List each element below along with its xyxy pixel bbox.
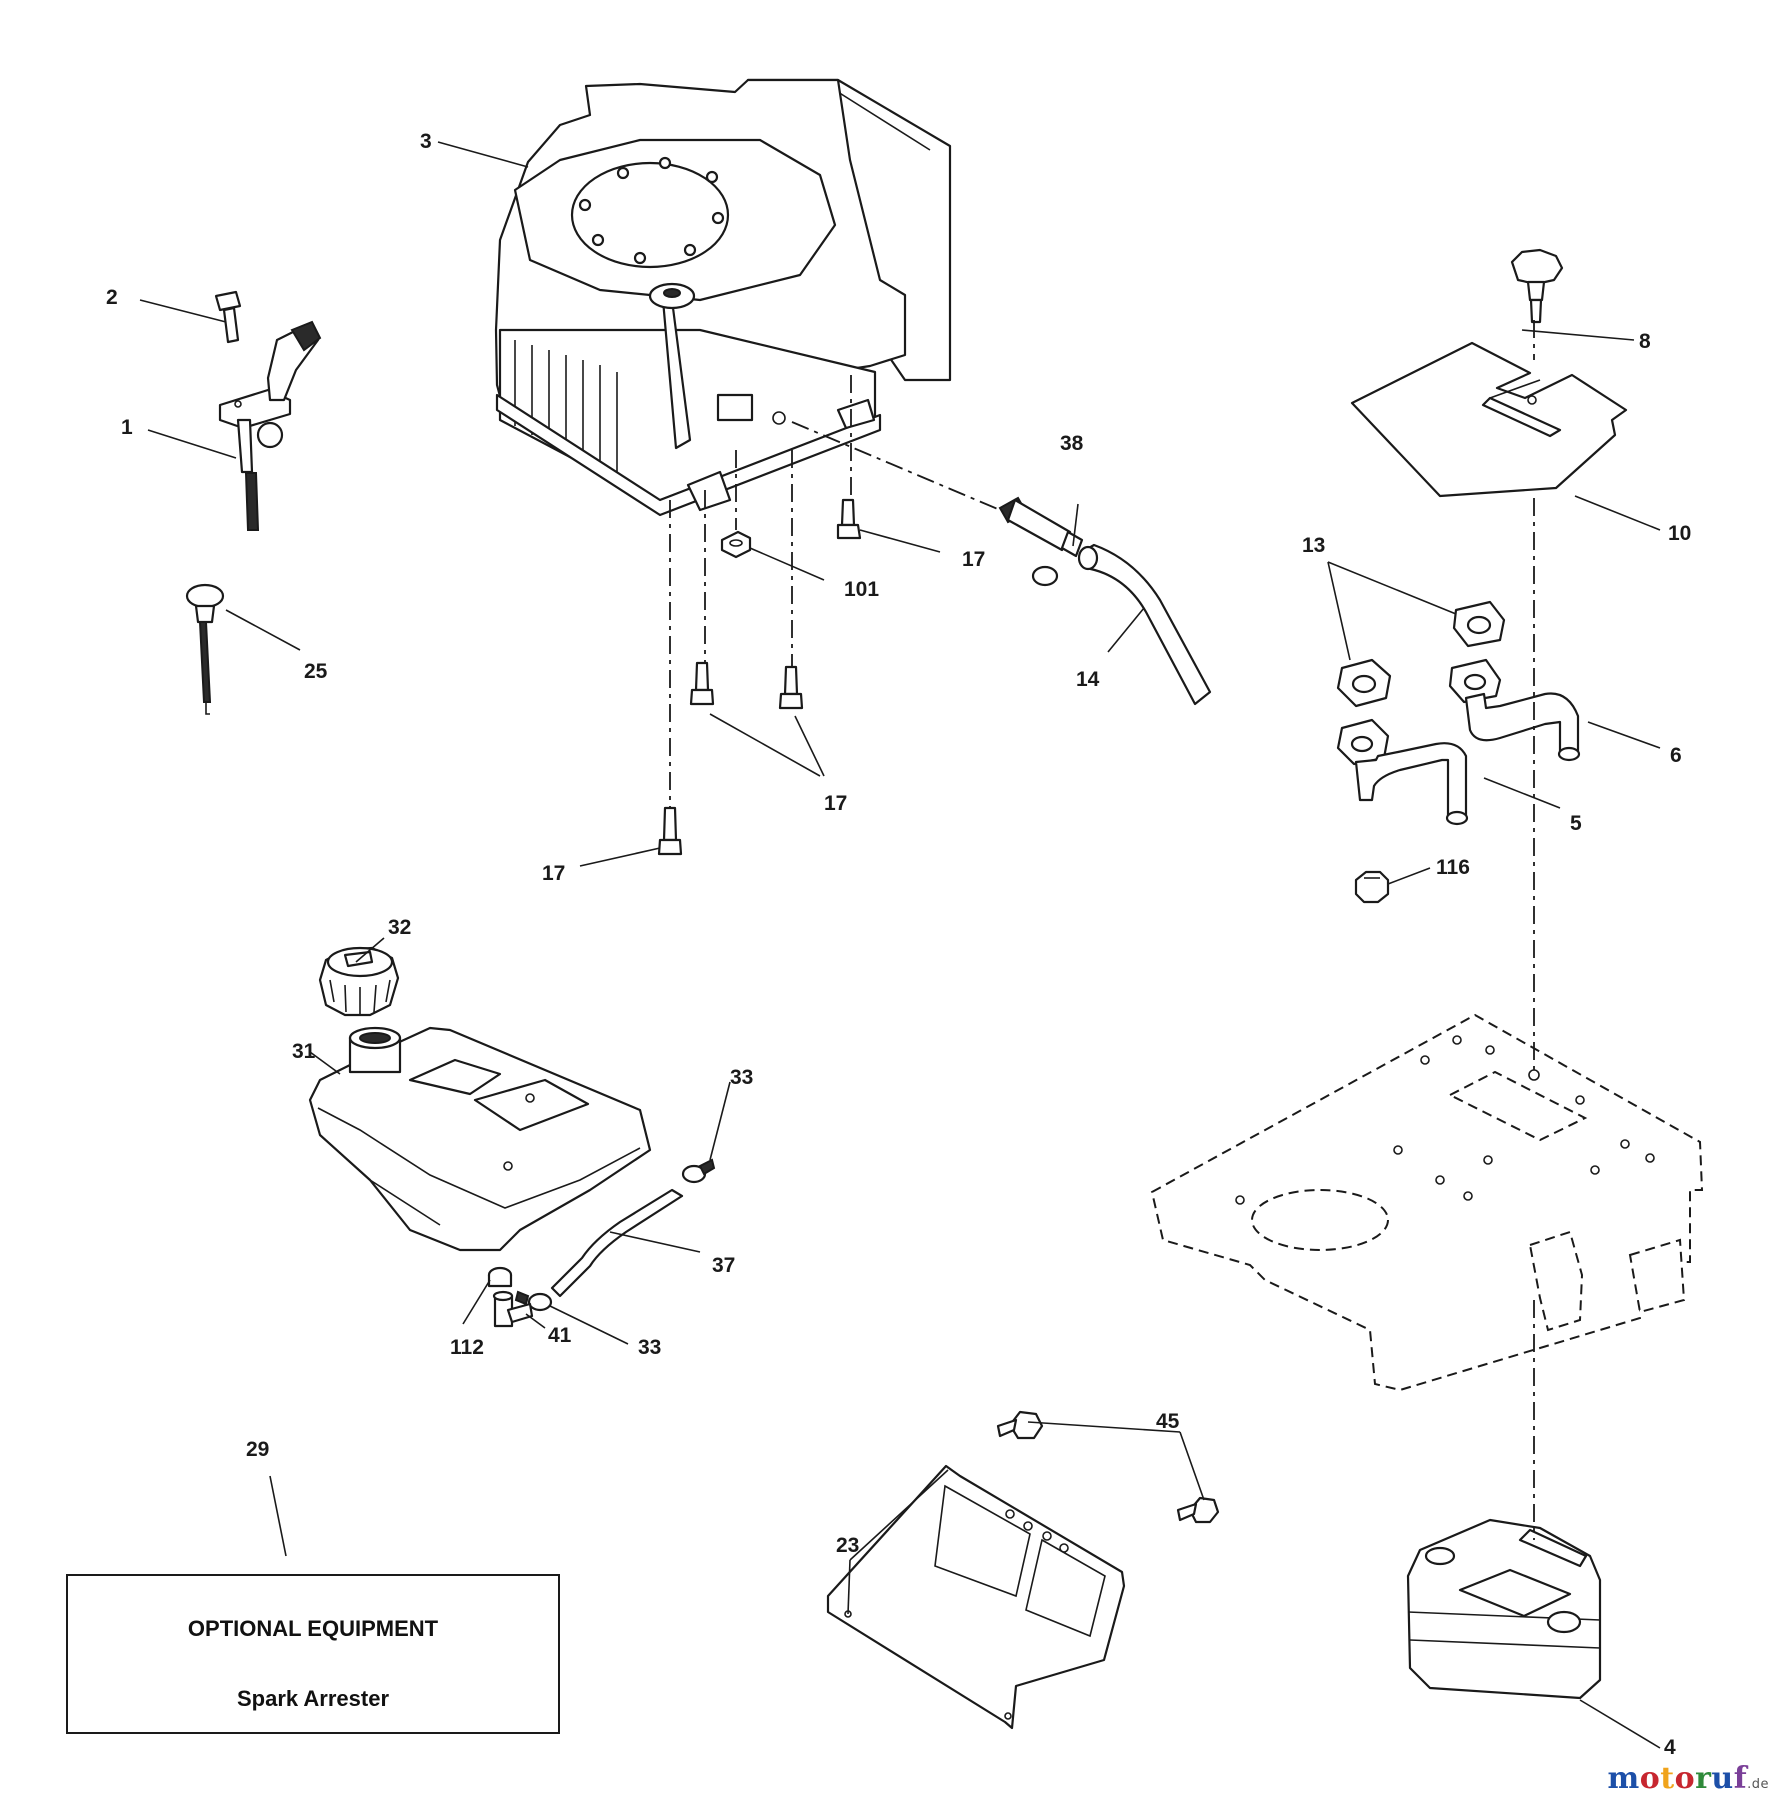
callout-112: 112 bbox=[450, 1336, 484, 1359]
fuel-tank-part bbox=[308, 1026, 652, 1252]
callout-23: 23 bbox=[836, 1534, 859, 1557]
throttle-control-part bbox=[218, 320, 322, 531]
nut-116-part bbox=[1354, 870, 1390, 904]
fuel-line-part bbox=[550, 1188, 684, 1298]
oil-drain-valve-part bbox=[998, 496, 1084, 587]
screw-part bbox=[214, 290, 242, 344]
callout-13: 13 bbox=[1302, 534, 1325, 557]
hose-clamp-upper-part bbox=[681, 1158, 716, 1184]
callout-17-middle: 17 bbox=[824, 792, 847, 815]
nut-101-part bbox=[720, 530, 752, 559]
callout-17-lower: 17 bbox=[542, 862, 565, 885]
callout-33-lower: 33 bbox=[638, 1336, 661, 1359]
callout-45: 45 bbox=[1156, 1410, 1180, 1433]
gasket-lower-part bbox=[1336, 658, 1392, 708]
motoruf-logo: motoruf.de bbox=[1607, 1761, 1769, 1796]
callout-37: 37 bbox=[712, 1254, 735, 1277]
fuel-fitting-part bbox=[492, 1290, 534, 1328]
callout-4: 4 bbox=[1664, 1736, 1676, 1759]
callout-17-upper: 17 bbox=[962, 548, 985, 571]
exhaust-pipe-6-part bbox=[1448, 658, 1581, 762]
callout-116: 116 bbox=[1436, 856, 1470, 879]
assembly-center-lines bbox=[669, 320, 1535, 1540]
bolt-17-middle-left-part bbox=[689, 661, 715, 706]
knob-part bbox=[185, 583, 225, 715]
optional-equipment-box: OPTIONAL EQUIPMENT Spark Arrester bbox=[66, 1574, 560, 1734]
callout-31: 31 bbox=[292, 1040, 316, 1063]
callout-6: 6 bbox=[1670, 744, 1682, 767]
callout-2: 2 bbox=[106, 286, 118, 309]
callout-8: 8 bbox=[1639, 330, 1651, 353]
callout-29: 29 bbox=[246, 1438, 269, 1461]
muffler-part bbox=[1406, 1518, 1602, 1700]
hose-clamp-lower-part bbox=[514, 1290, 553, 1312]
tractor-frame-part bbox=[1150, 1013, 1704, 1392]
shield-screw-part bbox=[1510, 248, 1564, 324]
optional-equipment-title: OPTIONAL EQUIPMENT bbox=[187, 1616, 439, 1641]
bolt-17-lower-part bbox=[657, 806, 683, 856]
muffler-bracket-part bbox=[826, 1464, 1126, 1730]
callout-5: 5 bbox=[1570, 812, 1582, 835]
heat-shield-part bbox=[1350, 341, 1628, 498]
bolt-17-middle-right-part bbox=[778, 665, 804, 710]
drain-hose-part bbox=[1077, 543, 1212, 706]
callout-10: 10 bbox=[1668, 522, 1691, 545]
gasket-upper-part bbox=[1452, 600, 1506, 648]
callout-3: 3 bbox=[420, 130, 432, 153]
callout-38: 38 bbox=[1060, 432, 1084, 455]
bolt-45-upper-part bbox=[996, 1410, 1044, 1440]
callout-33-upper: 33 bbox=[730, 1066, 753, 1089]
engine-part bbox=[494, 78, 952, 517]
leader-lines bbox=[139, 141, 1661, 1749]
bolt-45-lower-part bbox=[1176, 1496, 1220, 1524]
bolt-17-upper-part bbox=[836, 498, 862, 540]
callout-labels: 3 2 1 25 8 10 13 6 5 116 38 14 17 101 17… bbox=[106, 130, 1691, 1759]
grommet-part bbox=[487, 1266, 513, 1288]
callout-25: 25 bbox=[304, 660, 328, 683]
optional-equipment-item: Spark Arrester bbox=[236, 1686, 390, 1711]
exhaust-pipe-5-part bbox=[1336, 718, 1469, 826]
callout-32: 32 bbox=[388, 916, 411, 939]
callout-1: 1 bbox=[121, 416, 133, 439]
callout-14: 14 bbox=[1076, 668, 1100, 691]
callout-101: 101 bbox=[844, 578, 879, 601]
fuel-cap-part bbox=[318, 946, 400, 1017]
callout-41: 41 bbox=[548, 1324, 572, 1347]
